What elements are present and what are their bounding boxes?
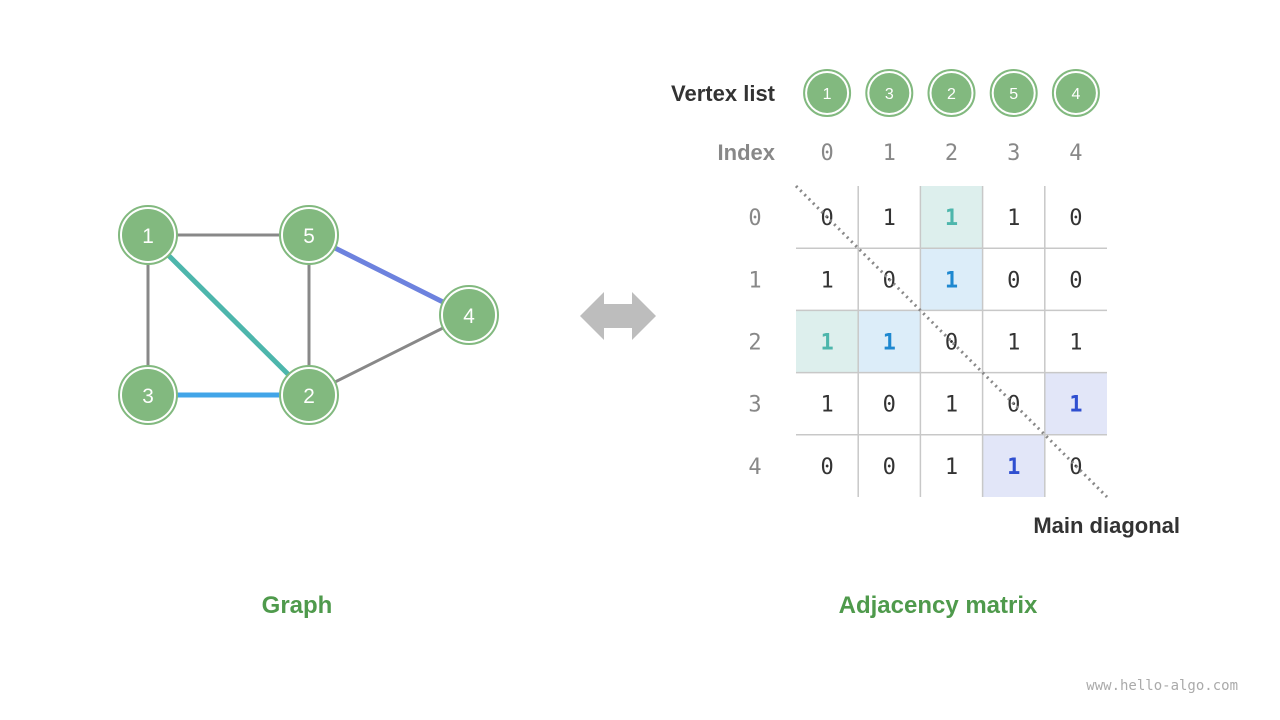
row-index: 3 [748, 393, 761, 418]
edge-1-2 [146, 233, 311, 397]
vertex-list-item: 1 [803, 69, 852, 117]
vertex-1: 1 [118, 205, 178, 265]
column-index: 2 [945, 141, 958, 166]
index-label: Index [718, 140, 776, 165]
row-index: 2 [748, 331, 761, 356]
matrix-cell: 0 [1007, 268, 1020, 293]
matrix-cell: 0 [945, 331, 958, 356]
highlight-cell [920, 248, 983, 311]
matrix-cell: 0 [1069, 206, 1082, 231]
vertex-label: 2 [947, 86, 956, 103]
matrix-cell: 1 [1069, 331, 1082, 356]
vertex-label: 4 [463, 305, 475, 328]
vertex-label: 4 [1071, 86, 1080, 103]
highlight-cell [982, 434, 1045, 497]
matrix-cell: 0 [883, 393, 896, 418]
vertex-list-item: 2 [927, 69, 976, 117]
row-index: 1 [748, 268, 761, 293]
main-diagonal-line [794, 184, 1109, 499]
matrix-cell: 1 [883, 331, 896, 356]
vertex-3: 3 [118, 365, 178, 425]
matrix-cell: 0 [820, 206, 833, 231]
matrix-caption: Adjacency matrix [839, 592, 1038, 619]
vertex-2: 2 [279, 365, 339, 425]
matrix-cell: 1 [820, 268, 833, 293]
vertex-label: 2 [303, 385, 315, 408]
matrix-cell: 0 [883, 455, 896, 480]
matrix-cell: 1 [1007, 331, 1020, 356]
column-index: 0 [820, 141, 833, 166]
matrix-cell: 1 [883, 206, 896, 231]
column-index: 1 [883, 141, 896, 166]
watermark: www.hello-algo.com [1086, 678, 1238, 694]
matrix-cell: 1 [945, 206, 958, 231]
vertex-list-item: 4 [1051, 69, 1100, 117]
matrix-cell: 1 [1007, 206, 1020, 231]
row-index: 0 [748, 206, 761, 231]
graph-nodes: 1 5 4 3 2 [118, 205, 499, 425]
row-index: 4 [748, 455, 761, 480]
vertex-label: 5 [1009, 86, 1018, 103]
matrix-cell: 1 [820, 331, 833, 356]
vertex-4: 4 [439, 285, 499, 345]
matrix-cell: 0 [1007, 393, 1020, 418]
matrix-cell: 1 [820, 393, 833, 418]
matrix-cell: 1 [1007, 455, 1020, 480]
highlight-cell [796, 310, 859, 373]
double-arrow-icon [580, 292, 656, 340]
matrix-cell: 1 [945, 393, 958, 418]
vertex-label: 3 [885, 86, 894, 103]
matrix-cell: 1 [945, 455, 958, 480]
highlight-cell [1044, 372, 1107, 435]
matrix-cell: 0 [820, 455, 833, 480]
vertex-label: 3 [142, 385, 154, 408]
highlight-cell [920, 186, 983, 249]
vertex-list-label: Vertex list [671, 81, 776, 106]
vertex-label: 5 [303, 225, 315, 248]
vertex-5: 5 [279, 205, 339, 265]
highlight-cell [858, 310, 921, 373]
graph-caption: Graph [262, 592, 333, 619]
matrix-cell: 1 [945, 268, 958, 293]
main-diagonal-label: Main diagonal [1033, 513, 1180, 538]
column-index: 3 [1007, 141, 1020, 166]
matrix-cell: 1 [1069, 393, 1082, 418]
vertex-label: 1 [142, 225, 154, 248]
vertex-list-item: 3 [865, 69, 914, 117]
vertex-label: 1 [823, 86, 832, 103]
column-index: 4 [1069, 141, 1082, 166]
vertex-list-item: 5 [989, 69, 1038, 117]
adjacency-matrix: 1325400112233440111010100110111010100110 [748, 69, 1109, 499]
matrix-cell: 0 [1069, 268, 1082, 293]
